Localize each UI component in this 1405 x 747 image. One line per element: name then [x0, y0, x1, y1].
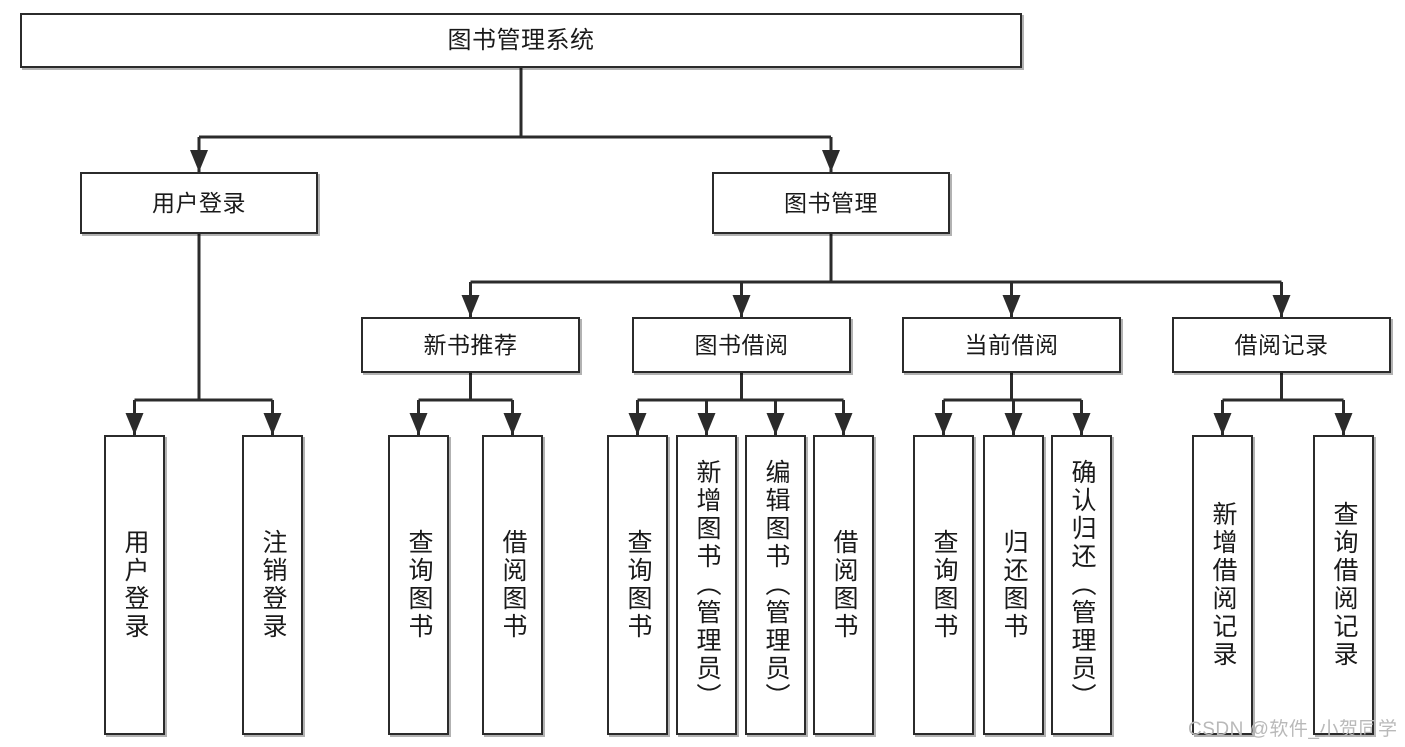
arrow-head — [934, 413, 953, 435]
node-borrow-record[interactable]: 借阅记录 — [1172, 317, 1391, 373]
node-leaf-user-login[interactable]: 用户登录 — [104, 435, 165, 735]
arrow-head — [125, 413, 144, 435]
node-label: 注销登录 — [259, 529, 287, 641]
node-label: 新增借阅记录 — [1209, 501, 1237, 669]
node-label: 用户登录 — [152, 189, 246, 216]
node-label: 确认归还（管理员） — [1068, 459, 1096, 711]
node-leaf-query-book-3[interactable]: 查询图书 — [913, 435, 974, 735]
node-label: 新增图书（管理员） — [693, 459, 721, 711]
node-leaf-borrow-book-2[interactable]: 借阅图书 — [813, 435, 874, 735]
arrow-head — [461, 295, 480, 317]
node-label: 图书管理 — [784, 189, 878, 216]
node-user-login[interactable]: 用户登录 — [80, 172, 318, 234]
arrow-head — [503, 413, 522, 435]
node-label: 当前借阅 — [964, 331, 1059, 358]
node-label: 图书管理系统 — [447, 26, 595, 54]
arrow-head — [766, 413, 785, 435]
arrow-head — [1213, 413, 1232, 435]
node-book-manage[interactable]: 图书管理 — [712, 172, 950, 234]
arrow-head — [834, 413, 853, 435]
arrow-head — [1334, 413, 1353, 435]
node-leaf-query-book-1[interactable]: 查询图书 — [388, 435, 449, 735]
node-label: 图书借阅 — [694, 331, 789, 358]
arrow-head — [263, 413, 282, 435]
node-leaf-add-record[interactable]: 新增借阅记录 — [1192, 435, 1253, 735]
arrow-head — [1272, 295, 1291, 317]
arrow-head — [409, 413, 428, 435]
node-current-borrow[interactable]: 当前借阅 — [902, 317, 1121, 373]
node-leaf-edit-book[interactable]: 编辑图书（管理员） — [745, 435, 806, 735]
node-label: 编辑图书（管理员） — [762, 459, 790, 711]
arrow-head — [1004, 413, 1023, 435]
node-leaf-add-book[interactable]: 新增图书（管理员） — [676, 435, 737, 735]
node-leaf-query-book-2[interactable]: 查询图书 — [607, 435, 668, 735]
node-label: 借阅图书 — [830, 529, 858, 641]
watermark: CSDN @软件_小贺同学 — [1188, 719, 1398, 740]
arrow-head — [628, 413, 647, 435]
arrow-head — [697, 413, 716, 435]
node-new-book-rec[interactable]: 新书推荐 — [361, 317, 580, 373]
node-label: 查询借阅记录 — [1330, 501, 1358, 669]
node-label: 借阅图书 — [499, 529, 527, 641]
node-label: 用户登录 — [121, 529, 149, 641]
node-label: 归还图书 — [1000, 529, 1028, 641]
arrow-head — [190, 150, 208, 172]
arrow-head — [1002, 295, 1021, 317]
node-leaf-query-record[interactable]: 查询借阅记录 — [1313, 435, 1374, 735]
node-leaf-confirm-ret[interactable]: 确认归还（管理员） — [1051, 435, 1112, 735]
node-leaf-return-book[interactable]: 归还图书 — [983, 435, 1044, 735]
node-label: 查询图书 — [405, 529, 433, 641]
arrow-head — [822, 150, 840, 172]
node-root[interactable]: 图书管理系统 — [20, 13, 1022, 68]
node-label: 新书推荐 — [423, 331, 518, 358]
node-book-borrow[interactable]: 图书借阅 — [632, 317, 851, 373]
arrow-head — [1072, 413, 1091, 435]
node-label: 查询图书 — [930, 529, 958, 641]
node-label: 查询图书 — [624, 529, 652, 641]
node-label: 借阅记录 — [1234, 331, 1329, 358]
node-leaf-borrow-book-1[interactable]: 借阅图书 — [482, 435, 543, 735]
arrow-head — [732, 295, 751, 317]
node-leaf-user-logout[interactable]: 注销登录 — [242, 435, 303, 735]
